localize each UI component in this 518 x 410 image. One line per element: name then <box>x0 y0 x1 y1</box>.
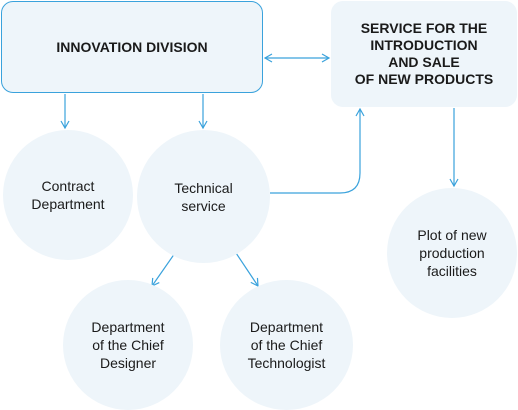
production-facilities-plot-label: Plot of new production facilities <box>417 227 487 279</box>
technical-service-node: Technical service <box>137 130 270 263</box>
chief-designer-department-node: Department of the Chief Designer <box>63 280 193 410</box>
contract-department-node: Contract Department <box>3 130 133 260</box>
service-introduction-sale-box: SERVICE FOR THE INTRODUCTION AND SALE OF… <box>331 1 517 107</box>
arrow-technical-technologist <box>235 252 259 288</box>
chief-designer-department-label: Department of the Chief Designer <box>91 319 165 371</box>
contract-department-label: Contract Department <box>31 178 105 212</box>
innovation-division-box: INNOVATION DIVISION <box>1 1 263 93</box>
service-introduction-sale-label: SERVICE FOR THE INTRODUCTION AND SALE OF… <box>354 20 494 87</box>
arrow-technical-service <box>270 107 365 194</box>
chief-technologist-department-label: Department of the Chief Technologist <box>247 319 326 371</box>
chief-technologist-department-node: Department of the Chief Technologist <box>220 280 353 410</box>
production-facilities-plot-node: Plot of new production facilities <box>387 188 517 318</box>
technical-service-label: Technical service <box>174 179 233 214</box>
innovation-division-label: INNOVATION DIVISION <box>56 39 208 55</box>
arrow-technical-designer <box>151 252 176 287</box>
